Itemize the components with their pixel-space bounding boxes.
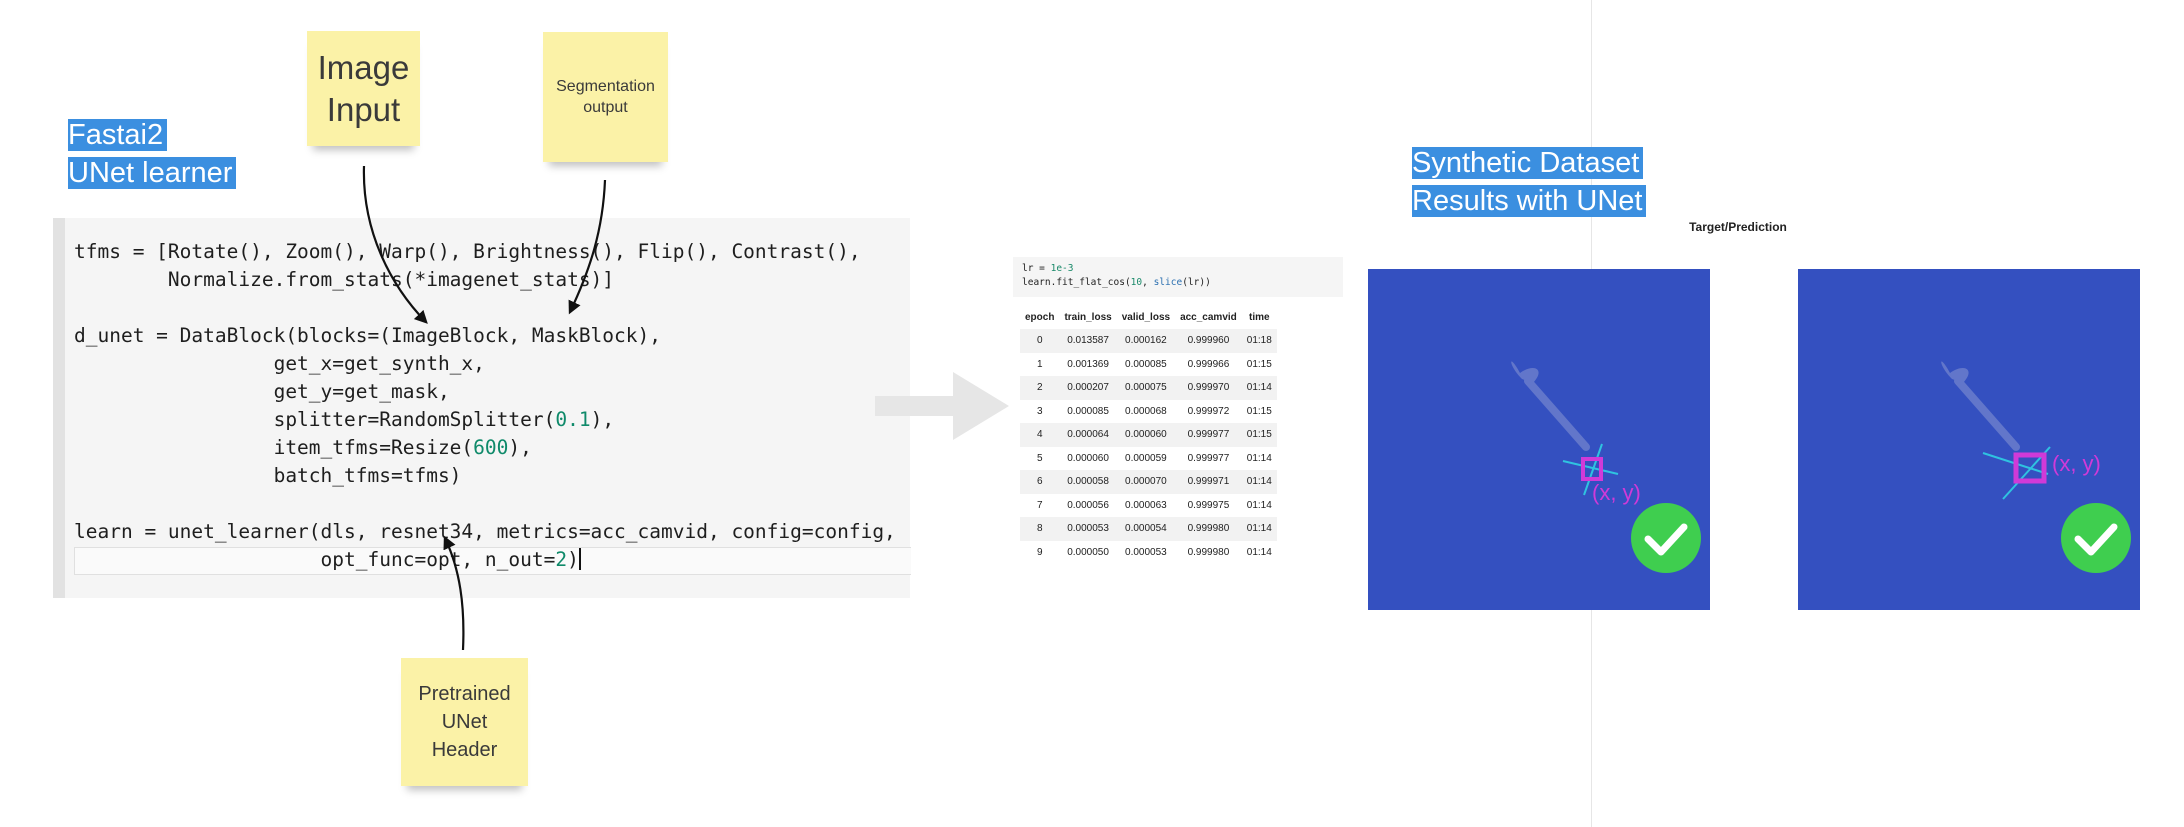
fastai-title-selection[interactable]: Fastai2 UNet learner (68, 116, 237, 192)
dart-icon (1511, 361, 1590, 451)
prediction-image-panel: (x, y) (1798, 269, 2140, 610)
arrow-right-icon (875, 372, 1009, 440)
sticky-pretrained-header[interactable]: Pretrained UNet Header (401, 658, 528, 786)
notebook-input-cell[interactable]: lr = 1e-3 learn.fit_flat_cos(10, slice(l… (1013, 257, 1343, 297)
code-text[interactable]: tfms = [Rotate(), Zoom(), Warp(), Bright… (74, 240, 896, 571)
title-line-2: Results with UNet (1412, 185, 1647, 217)
prediction-marker (1982, 446, 2051, 500)
col-time: time (1249, 311, 1270, 323)
checkmark-icon (2061, 503, 2131, 573)
col-acc-camvid: acc_camvid (1180, 311, 1237, 323)
target-marker (1562, 443, 1619, 496)
code-cell[interactable]: tfms = [Rotate(), Zoom(), Warp(), Bright… (53, 218, 911, 598)
sticky-text: Pretrained UNet Header (418, 683, 511, 761)
col-valid-loss: valid_loss (1121, 311, 1171, 323)
target-drawing (1511, 361, 1701, 573)
cell-gutter (53, 218, 65, 598)
dart-icon (1941, 361, 2020, 451)
title-line-2: UNet learner (68, 157, 237, 189)
arrow-image-input (362, 165, 428, 324)
current-line-highlight (74, 547, 911, 575)
sticky-image-input[interactable]: Image Input (307, 31, 420, 146)
training-results-table: epoch train_loss valid_loss acc_camvid t… (1020, 305, 1277, 564)
sticky-text: Segmentation output (556, 78, 655, 116)
sticky-segmentation-output[interactable]: Segmentation output (543, 32, 668, 162)
figure-title: Target/Prediction (1689, 220, 1787, 234)
target-image-panel: (x, y) (1368, 269, 1710, 610)
arrow-pretrained-header (443, 535, 465, 651)
arrow-segmentation-output (568, 179, 607, 315)
synthetic-title-selection[interactable]: Synthetic Dataset Results with UNet (1412, 144, 1647, 220)
sticky-text: Image Input (317, 48, 410, 128)
notebook-code: lr = 1e-3 learn.fit_flat_cos(10, slice(l… (1022, 263, 1211, 288)
title-line-1: Fastai2 (68, 119, 168, 151)
target-coordinate-label: (x, y) (1592, 480, 1641, 505)
prediction-coordinate-label: (x, y) (2052, 451, 2101, 476)
title-line-1: Synthetic Dataset (1412, 147, 1644, 179)
col-epoch: epoch (1025, 311, 1055, 323)
text-cursor (578, 548, 581, 570)
checkmark-icon (1631, 503, 1701, 573)
col-train-loss: train_loss (1064, 311, 1112, 323)
prediction-drawing (1941, 361, 2131, 573)
